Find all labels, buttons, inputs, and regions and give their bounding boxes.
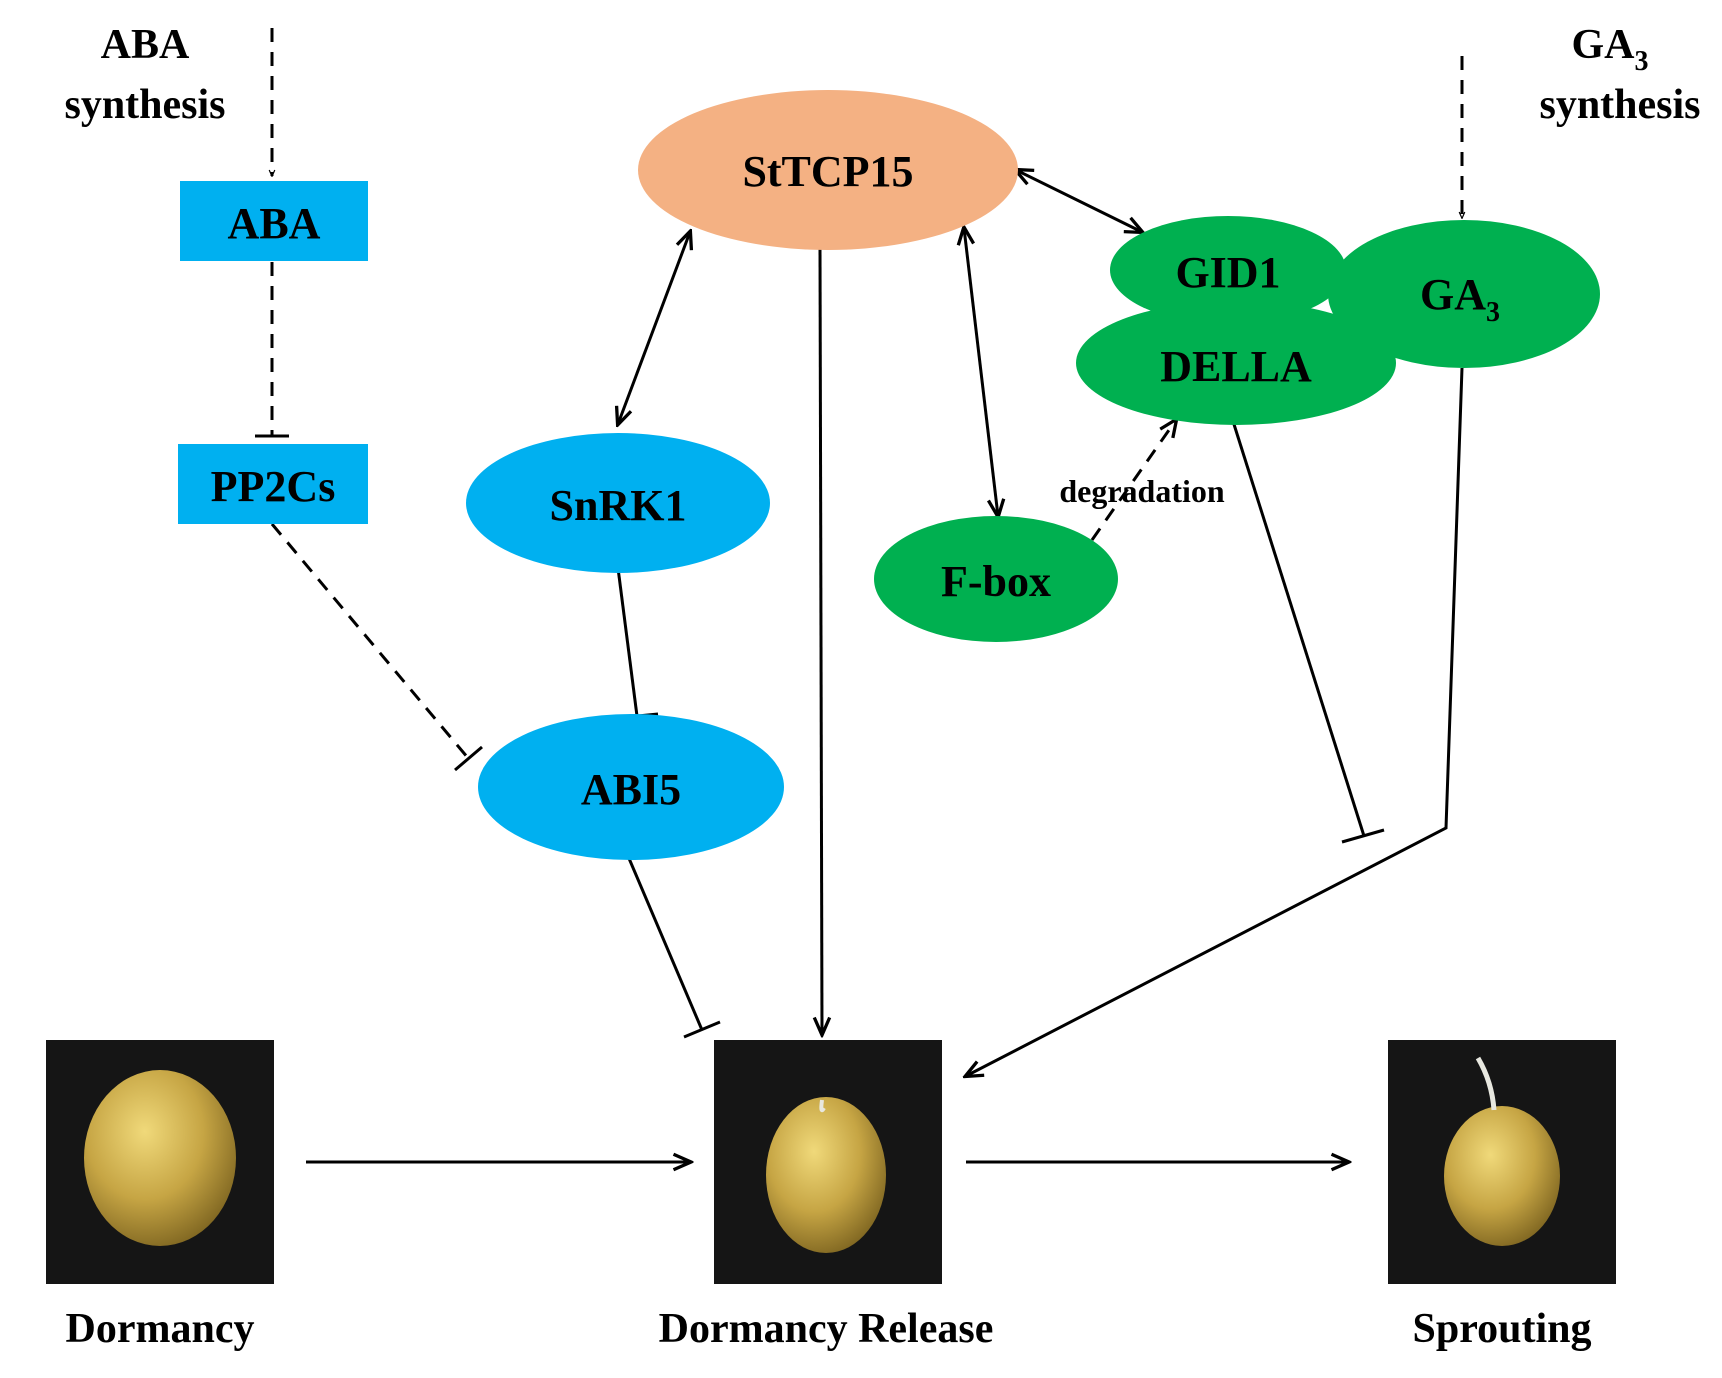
snrk1-node-label: SnRK1 [550, 481, 687, 530]
gid1-node: GID1 [1110, 216, 1346, 324]
aba-node-label: ABA [228, 199, 321, 248]
abi5-node-shape [478, 714, 784, 860]
fbox-node-shape [874, 516, 1118, 642]
pp2cs-node: PP2Cs [178, 444, 368, 524]
ga3-node: GA3 [1328, 220, 1600, 368]
dormancy-tuber [84, 1070, 236, 1246]
stage-label-dormancy: Dormancy [66, 1306, 255, 1352]
stage-label-sprouting: Sprouting [1413, 1306, 1592, 1352]
della-node-shape [1076, 301, 1396, 425]
dormancy-photo [46, 1040, 274, 1284]
edge-abi5-inhibits-release [626, 855, 704, 1031]
ga3-synthesis-main: GA [1572, 22, 1636, 68]
edge-pp2cs-abi5-bar [454, 745, 483, 772]
edge-sttcp15-gid1 [1016, 170, 1142, 232]
edge-snrk1-inhibits-abi5 [616, 567, 639, 717]
aba-synthesis-label: ABA synthesis [64, 22, 225, 128]
abi5-node: ABI5 [478, 714, 784, 860]
release-photo [714, 1040, 942, 1284]
edge-della-inhibits-release [1230, 417, 1366, 837]
edge-pp2cs-inhibits-abi5 [270, 523, 470, 759]
degradation-label: degradation [1059, 473, 1225, 509]
gid1-node-shape [1110, 216, 1346, 324]
della-node: DELLA [1076, 301, 1396, 425]
abi5-node-label: ABI5 [581, 765, 681, 814]
sprouting-tuber [1444, 1106, 1560, 1246]
snrk1-node-shape [466, 433, 770, 573]
ga3-synthesis-label: GA3 synthesis [1539, 22, 1700, 128]
edge-sttcp15-fbox [964, 228, 998, 516]
fbox-node-label: F-box [941, 557, 1051, 606]
ga3-synthesis-subscript: 3 [1635, 46, 1649, 77]
ga3-node-subscript: 3 [1486, 297, 1500, 328]
ga3-node-label: GA3 [1420, 270, 1500, 328]
aba-node-box [180, 181, 368, 261]
gid1-node-label: GID1 [1175, 248, 1280, 297]
release-tuber [766, 1097, 886, 1253]
release-sprout [819, 1099, 826, 1113]
sprouting-sprout [1475, 1056, 1497, 1111]
sttcp15-node-label: StTCP15 [742, 147, 913, 196]
edges [255, 28, 1462, 1162]
edge-abi5-release-bar [683, 1020, 721, 1039]
edge-ga3-to-release [966, 367, 1464, 1076]
aba-synthesis-line1: ABA [101, 22, 190, 68]
fbox-node: F-box [874, 516, 1118, 642]
ga3-node-shape [1328, 220, 1600, 368]
edge-della-release-bar [1341, 828, 1385, 844]
pp2cs-node-label: PP2Cs [211, 462, 336, 511]
aba-synthesis-line2: synthesis [64, 82, 225, 128]
stage-label-dormancy-release: Dormancy Release [659, 1306, 994, 1352]
della-node-label: DELLA [1160, 342, 1312, 391]
sttcp15-node: StTCP15 [638, 90, 1018, 250]
aba-node: ABA [180, 181, 368, 261]
ga3-node-main: GA [1420, 270, 1486, 319]
pp2cs-node-box [178, 444, 368, 524]
snrk1-node: SnRK1 [466, 433, 770, 573]
sttcp15-node-shape [638, 90, 1018, 250]
sprouting-photo [1388, 1040, 1616, 1284]
edge-sttcp15-to-release [820, 247, 822, 1034]
ga3-synthesis-line2: synthesis [1539, 82, 1700, 128]
edge-sttcp15-snrk1 [618, 232, 690, 424]
ga3-synthesis-line1: GA3 [1572, 22, 1649, 77]
edge-fbox-degrades-della [1090, 420, 1176, 541]
